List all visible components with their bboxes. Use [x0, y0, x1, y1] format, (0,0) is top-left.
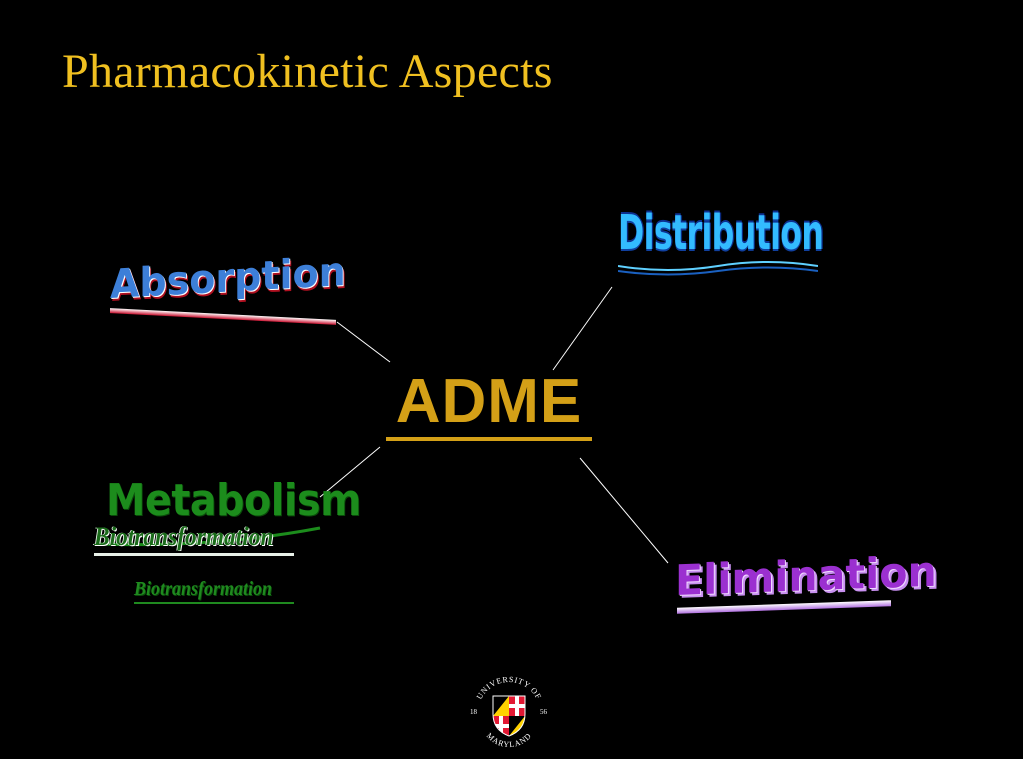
metabolism-swoosh	[97, 526, 321, 547]
connector-absorption	[336, 321, 391, 363]
maryland-shield-icon	[493, 696, 525, 736]
seal-year-right: 56	[540, 708, 548, 716]
center-adme: ADME	[395, 367, 583, 436]
connector-metabolism	[319, 446, 381, 498]
distribution-wave	[618, 261, 818, 276]
biotransformation-main: Biotransformation	[94, 522, 274, 551]
connector-distribution	[552, 286, 613, 371]
metabolism-wordart: Metabolism	[106, 475, 361, 526]
center-underline	[386, 437, 592, 441]
slide-title: Pharmacokinetic Aspects	[62, 45, 553, 98]
biotransformation-small: Biotransformation	[134, 578, 273, 600]
seal-year-left: 18	[470, 708, 478, 716]
distribution-wordart: Distribution	[618, 205, 824, 261]
biotransformation-small-underline	[134, 602, 294, 604]
elimination-wordart: Elimination	[675, 546, 937, 605]
connector-elimination	[579, 457, 669, 564]
biotransformation-main-underline	[94, 553, 294, 556]
university-seal-logo: UNIVERSITY OF MARYLAND 18 56	[470, 675, 548, 749]
